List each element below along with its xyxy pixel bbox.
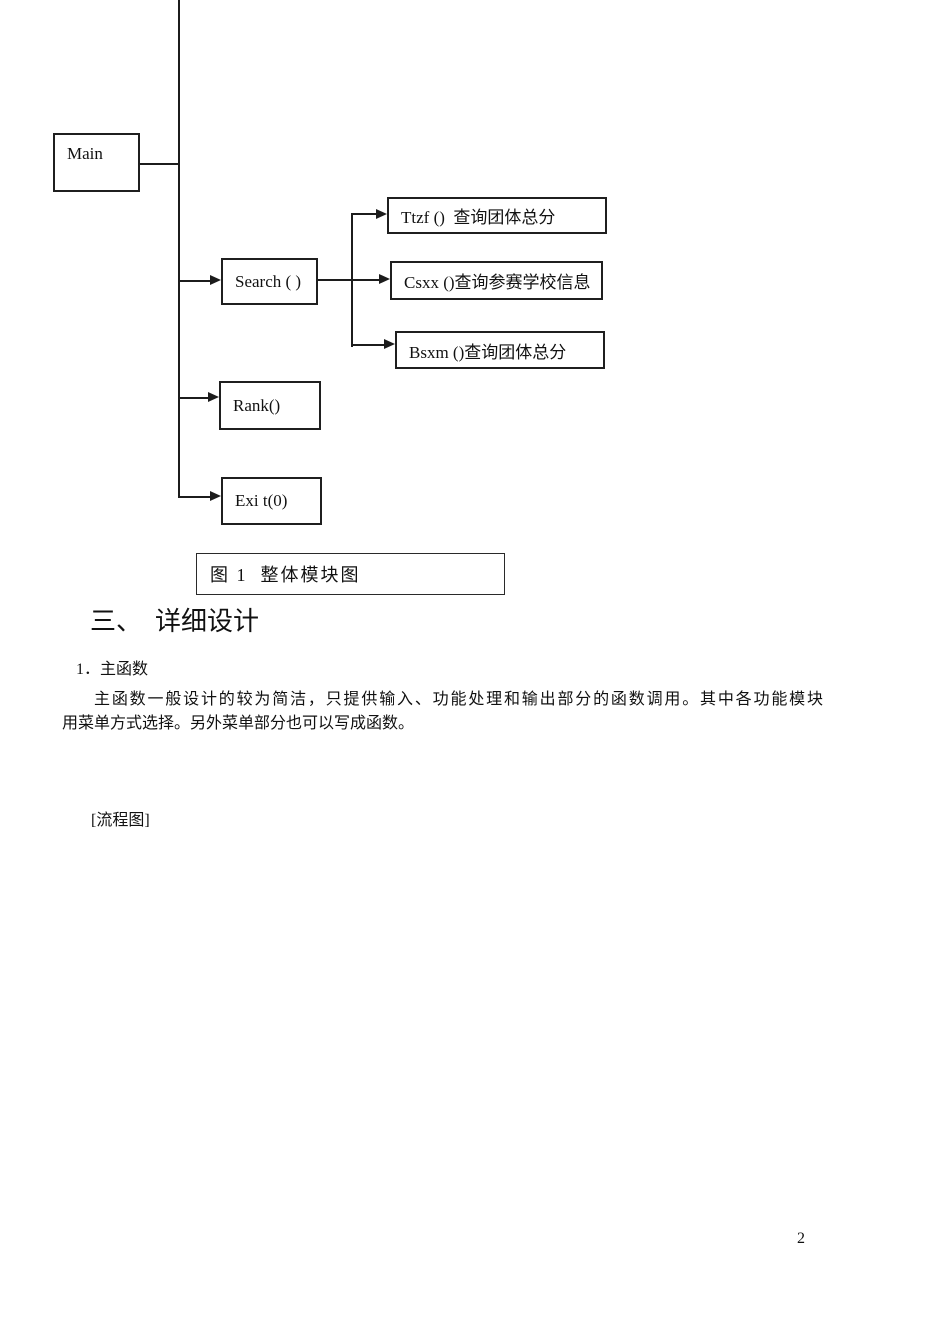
exit-branch-line [179,496,212,498]
section-heading: 三、 详细设计 [90,605,259,639]
search-branch-line [179,280,212,282]
flowchart-box-label: Csxx ()查询参赛学校信息 [404,273,591,292]
paragraph-line: 用菜单方式选择。另外菜单部分也可以写成函数。 [62,715,415,732]
section-heading-numeral: 三、 [90,607,143,636]
flowchart-box-csxx: Csxx ()查询参赛学校信息 [390,261,603,300]
list-item-main-function: 1．主函数 [76,661,149,678]
arrow-right-icon [210,275,221,285]
flowchart-box-bsxm: Bsxm ()查询团体总分 [395,331,605,369]
arrow-right-icon [376,209,387,219]
flowchart-box-ttzf: Ttzf () 查询团体总分 [387,197,607,234]
section-heading-title: 详细设计 [155,607,260,636]
right-branch-vertical-line [351,213,353,347]
flowchart-box-search: Search ( ) [221,258,318,305]
arrow-right-icon [384,339,395,349]
arrow-right-icon [210,491,221,501]
flowchart-box-label: Ttzf () 查询团体总分 [401,208,556,227]
arrow-right-icon [379,274,390,284]
page-number: 2 [797,1230,805,1247]
flowchart-box-exit: Exi t(0) [221,477,322,525]
flowchart-box-label: Main [67,144,103,163]
rank-branch-line [179,397,210,399]
trunk-vertical-line [178,0,180,498]
flowchart-box-label: Exi t(0) [235,491,288,510]
body-paragraph: 主函数一般设计的较为简洁，只提供输入、功能处理和输出部分的函数调用。其中各功能模… [62,688,823,736]
flowchart-box-main: Main [53,133,140,192]
ttzf-branch-line [351,213,378,215]
flowchart-box-rank: Rank() [219,381,321,430]
main-connector-line [140,163,180,165]
bsxm-branch-line [351,344,386,346]
flowchart-box-label: Search ( ) [235,271,302,291]
arrow-right-icon [208,392,219,402]
search-to-csxx-line [318,279,381,281]
figure-caption-box: 图 1 整体模块图 [196,553,505,595]
flowchart-placeholder-label: [流程图] [91,812,150,829]
paragraph-line: 主函数一般设计的较为简洁，只提供输入、功能处理和输出部分的函数调用。其中各功能模… [94,691,823,708]
flowchart-box-label: Rank() [233,395,281,415]
figure-caption: 图 1 整体模块图 [210,565,361,585]
flowchart-box-label: Bsxm ()查询团体总分 [409,342,567,362]
